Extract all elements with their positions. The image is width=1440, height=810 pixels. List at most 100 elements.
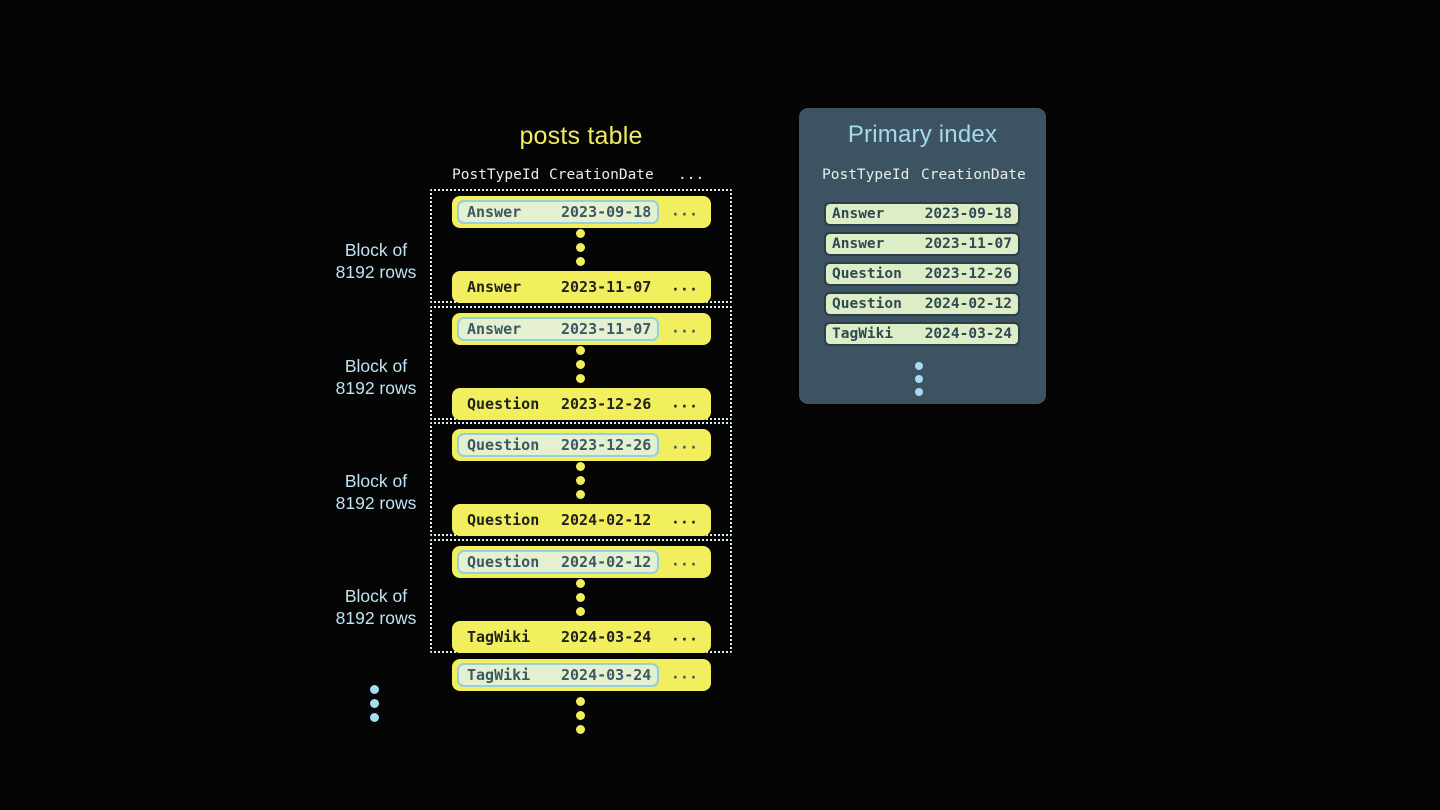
dot bbox=[576, 243, 585, 252]
dot bbox=[370, 685, 379, 694]
more-columns-ellipsis: ... bbox=[670, 626, 698, 645]
block-label-2: Block of 8192 rows bbox=[306, 356, 446, 399]
block-label-3: Block of 8192 rows bbox=[306, 471, 446, 514]
cell-creationdate: 2023-11-07 bbox=[924, 236, 1012, 252]
table-row-first: Answer 2023-09-18 ... bbox=[452, 196, 711, 228]
posts-header-more-columns-ellipsis: ... bbox=[678, 167, 705, 183]
cell-posttypeid: Answer bbox=[467, 203, 522, 221]
index-entry: Answer 2023-11-07 bbox=[824, 232, 1020, 256]
cell-posttypeid: Answer bbox=[467, 320, 522, 338]
indexed-columns-highlight: Answer 2023-09-18 bbox=[457, 200, 660, 224]
more-rows-dots bbox=[576, 229, 585, 266]
more-columns-ellipsis: ... bbox=[670, 664, 698, 683]
more-columns-ellipsis: ... bbox=[670, 276, 698, 295]
block-label-line1: Block of bbox=[344, 586, 408, 606]
cell-posttypeid: Question bbox=[832, 296, 902, 312]
table-row-first: Answer 2023-11-07 ... bbox=[452, 313, 711, 345]
dot bbox=[576, 360, 585, 369]
dot bbox=[915, 375, 923, 383]
table-row-last: Answer 2023-11-07 ... bbox=[452, 271, 711, 303]
block-label-line1: Block of bbox=[344, 356, 408, 376]
index-header-creationdate: CreationDate bbox=[921, 167, 1026, 183]
block-label-4: Block of 8192 rows bbox=[306, 586, 446, 629]
row-block-2: Answer 2023-11-07 ... Question 2023-12-2… bbox=[430, 306, 732, 420]
block-label-line2: 8192 rows bbox=[335, 607, 417, 628]
dot bbox=[576, 476, 585, 485]
cell-creationdate: 2023-09-18 bbox=[924, 206, 1012, 222]
cell-posttypeid: Question bbox=[832, 266, 902, 282]
indexed-columns-highlight: TagWiki 2024-03-24 bbox=[457, 663, 660, 687]
more-columns-ellipsis: ... bbox=[670, 551, 698, 570]
row-cells: Question 2023-12-26 bbox=[457, 392, 659, 416]
posts-table-column-headers: PostTypeId CreationDate ... bbox=[452, 167, 704, 183]
cell-posttypeid: Question bbox=[467, 395, 540, 413]
cell-creationdate: 2023-09-18 bbox=[561, 203, 652, 221]
row-cells: Answer 2023-11-07 bbox=[457, 275, 659, 299]
dot bbox=[576, 229, 585, 238]
dot bbox=[915, 388, 923, 396]
more-columns-ellipsis: ... bbox=[670, 393, 698, 412]
cell-creationdate: 2023-11-07 bbox=[561, 278, 652, 296]
index-entry: Question 2024-02-12 bbox=[824, 292, 1020, 316]
index-entry: Question 2023-12-26 bbox=[824, 262, 1020, 286]
index-header-posttypeid: PostTypeId bbox=[822, 167, 910, 183]
row-block-3: Question 2023-12-26 ... Question 2024-02… bbox=[430, 422, 732, 536]
index-entry: Answer 2023-09-18 bbox=[824, 202, 1020, 226]
dot bbox=[576, 257, 585, 266]
indexed-columns-highlight: Question 2023-12-26 bbox=[457, 433, 660, 457]
table-row-last: Question 2024-02-12 ... bbox=[452, 504, 711, 536]
cell-creationdate: 2023-12-26 bbox=[561, 436, 652, 454]
cell-posttypeid: Question bbox=[467, 553, 540, 571]
dot bbox=[576, 593, 585, 602]
row-block-4: Question 2024-02-12 ... TagWiki 2024-03-… bbox=[430, 539, 732, 653]
row-cells: TagWiki 2024-03-24 bbox=[457, 625, 659, 649]
index-entry: TagWiki 2024-03-24 bbox=[824, 322, 1020, 346]
cell-creationdate: 2024-02-12 bbox=[561, 511, 652, 529]
table-row-first: Question 2023-12-26 ... bbox=[452, 429, 711, 461]
dot bbox=[576, 462, 585, 471]
cell-posttypeid: Question bbox=[467, 436, 540, 454]
dot bbox=[915, 362, 923, 370]
more-rows-dots bbox=[576, 697, 585, 734]
cell-posttypeid: TagWiki bbox=[832, 326, 894, 342]
dot bbox=[576, 697, 585, 706]
cell-posttypeid: Answer bbox=[467, 278, 522, 296]
cell-creationdate: 2024-02-12 bbox=[561, 553, 652, 571]
posts-header-posttypeid: PostTypeId bbox=[452, 167, 540, 183]
more-rows-dots bbox=[576, 579, 585, 616]
table-row-first: Question 2024-02-12 ... bbox=[452, 546, 711, 578]
dot bbox=[370, 699, 379, 708]
block-label-line2: 8192 rows bbox=[335, 261, 417, 282]
indexed-columns-highlight: Question 2024-02-12 bbox=[457, 550, 660, 574]
table-row-last: Question 2023-12-26 ... bbox=[452, 388, 711, 420]
table-row-next-block-first: TagWiki 2024-03-24 ... bbox=[452, 659, 711, 691]
block-label-line2: 8192 rows bbox=[335, 377, 417, 398]
dot bbox=[576, 490, 585, 499]
cell-posttypeid: TagWiki bbox=[467, 628, 531, 646]
more-columns-ellipsis: ... bbox=[670, 434, 698, 453]
cell-posttypeid: TagWiki bbox=[467, 666, 531, 684]
dot bbox=[576, 711, 585, 720]
dot bbox=[576, 579, 585, 588]
primary-index-title: Primary index bbox=[847, 121, 998, 148]
dot bbox=[576, 374, 585, 383]
more-rows-dots bbox=[576, 346, 585, 383]
row-cells: Question 2024-02-12 bbox=[457, 508, 659, 532]
table-row-last: TagWiki 2024-03-24 ... bbox=[452, 621, 711, 653]
cell-creationdate: 2024-03-24 bbox=[561, 666, 652, 684]
dot bbox=[576, 607, 585, 616]
more-columns-ellipsis: ... bbox=[670, 318, 698, 337]
row-block-1: Answer 2023-09-18 ... Answer 2023-11-07 … bbox=[430, 189, 732, 303]
more-columns-ellipsis: ... bbox=[670, 201, 698, 220]
cell-creationdate: 2023-12-26 bbox=[561, 395, 652, 413]
indexed-columns-highlight: Answer 2023-11-07 bbox=[457, 317, 660, 341]
cell-posttypeid: Question bbox=[467, 511, 540, 529]
posts-header-creationdate: CreationDate bbox=[549, 167, 654, 183]
more-blocks-dots bbox=[370, 685, 379, 722]
block-label-1: Block of 8192 rows bbox=[306, 240, 446, 283]
primary-index-panel: Primary index PostTypeId CreationDate An… bbox=[799, 108, 1046, 404]
more-index-entries-dots bbox=[915, 362, 923, 396]
cell-creationdate: 2023-12-26 bbox=[924, 266, 1012, 282]
block-label-line1: Block of bbox=[344, 471, 408, 491]
